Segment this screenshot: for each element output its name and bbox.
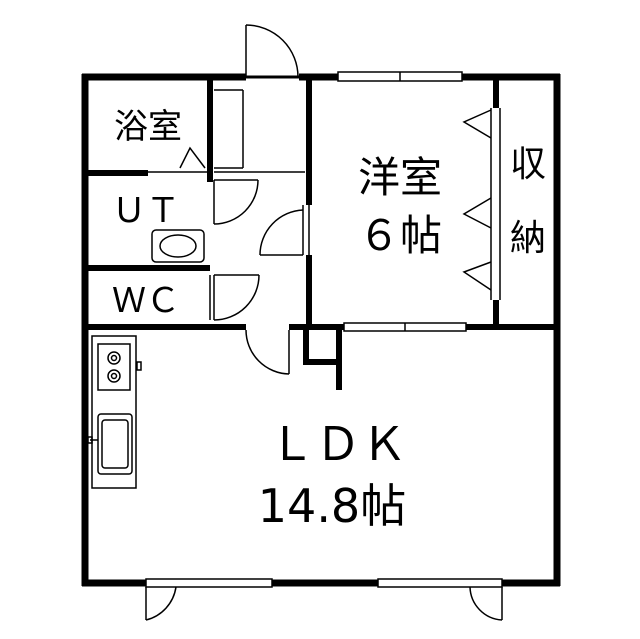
storage-label-bottom: 納	[510, 218, 546, 259]
thin-details	[145, 71, 503, 588]
stove-icon	[97, 343, 142, 391]
storage-door-2	[462, 197, 492, 229]
fixtures	[87, 229, 205, 489]
window-bottom-left	[145, 578, 273, 588]
bath-door	[148, 146, 210, 173]
window-bottom-right	[377, 578, 503, 588]
storage-door-3	[462, 261, 492, 291]
bath-label: 浴室	[114, 107, 182, 147]
ut-label: ＵＴ	[112, 191, 180, 231]
ldk-door	[245, 329, 290, 375]
interior-walls	[88, 80, 557, 390]
ldk-label: ＬＤＫ	[269, 417, 407, 471]
wc-door	[209, 274, 260, 321]
sink-icon	[87, 413, 133, 475]
balcony-door-left	[145, 586, 177, 621]
kitchen-counter	[91, 335, 137, 489]
balcony-door-right	[469, 586, 503, 621]
ldk-size: 14.8帖	[258, 479, 406, 533]
storage-door-1	[462, 109, 492, 139]
washbasin-icon	[151, 229, 205, 263]
western-room-size: ６帖	[358, 211, 442, 260]
doors	[145, 24, 503, 621]
western-room-label: 洋室	[358, 153, 442, 202]
western-door	[259, 205, 310, 256]
entrance-door	[245, 24, 299, 79]
storage-label-top: 収	[510, 144, 546, 185]
wc-label: ＷＣ	[112, 281, 180, 321]
ut-door	[213, 179, 259, 225]
